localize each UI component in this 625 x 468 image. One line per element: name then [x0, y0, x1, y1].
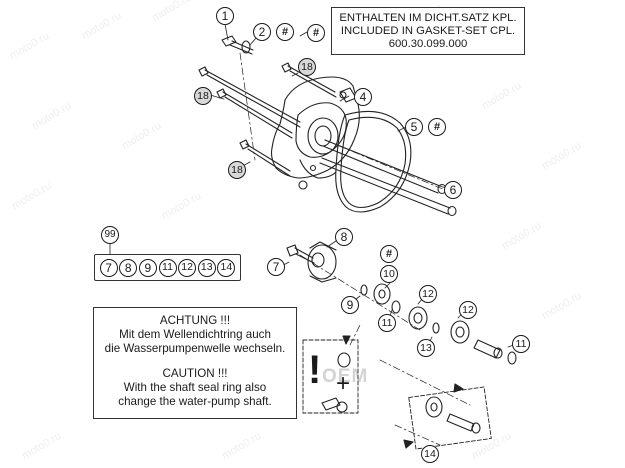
callout-hash-5: # [428, 118, 446, 136]
bolt-18-top [281, 62, 337, 98]
callout-hash-10: # [380, 245, 398, 263]
plus-icon: + [336, 370, 351, 397]
callout-7: 7 [267, 258, 285, 276]
warning-en-line-1: With the shaft seal ring also [123, 381, 267, 394]
callout-18-low: 18 [228, 161, 246, 179]
ring-11-a [391, 300, 401, 314]
ring-13 [432, 322, 440, 334]
callout-18-left: 18 [194, 87, 212, 105]
bolt-18-low [239, 139, 291, 177]
ring-9 [360, 284, 368, 296]
callout-1: 1 [216, 7, 234, 25]
impeller-8 [307, 241, 337, 283]
set-reference-box: 7 8 9 11 12 13 14 [94, 254, 241, 281]
bolt-18-left-b [216, 88, 293, 139]
callout-2: 2 [253, 23, 271, 41]
callout-11-a: 11 [378, 314, 396, 332]
bolt-18-left-a [198, 66, 301, 128]
shaft-14-part [473, 339, 517, 365]
callout-18-top: 18 [298, 58, 316, 76]
set-item-11: 11 [158, 258, 177, 277]
callout-99: 99 [101, 226, 119, 244]
warning-de-line-2: die Wasserpumpenwelle wechseln. [104, 342, 286, 355]
gasket-set-note: ENTHALTEN IM DICHT.SATZ KPL. INCLUDED IN… [331, 7, 525, 55]
pump-cover-4 [270, 76, 360, 190]
leader-lines [209, 23, 520, 348]
set-item-7: 7 [99, 258, 118, 277]
set-item-9: 9 [138, 258, 157, 277]
callout-14: 14 [421, 445, 439, 463]
callout-12-a: 12 [419, 285, 437, 303]
arrows [342, 335, 464, 449]
callout-10: 10 [380, 265, 398, 283]
warning-en-title: CAUTION !!! [162, 367, 228, 380]
callout-9: 9 [341, 296, 359, 314]
oem-watermark: OEM [322, 366, 369, 387]
bearing-12-b [450, 320, 470, 344]
callout-6: 6 [444, 181, 462, 199]
callout-hash-2: # [276, 23, 294, 41]
set-item-14: 14 [217, 258, 236, 277]
set-item-12: 12 [178, 258, 197, 277]
gasket-5 [335, 110, 412, 213]
shaft-set-box [408, 386, 492, 450]
warning-de-line-1: Mit dem Wellendichtring auch [119, 328, 271, 341]
callout-hash-note: # [307, 24, 325, 42]
callout-11-b: 11 [512, 335, 530, 353]
shaft-set-parts [425, 396, 481, 434]
bearing-12-a [408, 306, 428, 330]
callout-12-b: 12 [459, 301, 477, 319]
warning-note: ACHTUNG !!! Mit dem Wellendichtring auch… [93, 307, 297, 419]
set-item-8: 8 [119, 258, 138, 277]
stud-6 [319, 139, 457, 217]
note-line-2: INCLUDED IN GASKET-SET CPL. [340, 25, 516, 37]
warning-de-title: ACHTUNG !!! [159, 314, 231, 327]
tool-hint-box [302, 339, 359, 414]
callout-8: 8 [335, 228, 353, 246]
tool-hint-parts [321, 352, 351, 413]
callout-4: 4 [354, 88, 372, 106]
set-item-13: 13 [197, 258, 216, 277]
warning-en-line-2: change the water-pump shaft. [118, 395, 272, 408]
callout-13: 13 [417, 339, 435, 357]
exclamation-icon: ! [308, 348, 322, 392]
shaft-7 [286, 244, 315, 264]
washer-2 [241, 40, 251, 54]
note-line-1: ENTHALTEN IM DICHT.SATZ KPL. [339, 12, 517, 24]
note-line-3: 600.30.099.000 [388, 38, 468, 50]
callout-5: 5 [405, 118, 423, 136]
seal-ring-10 [373, 283, 391, 305]
